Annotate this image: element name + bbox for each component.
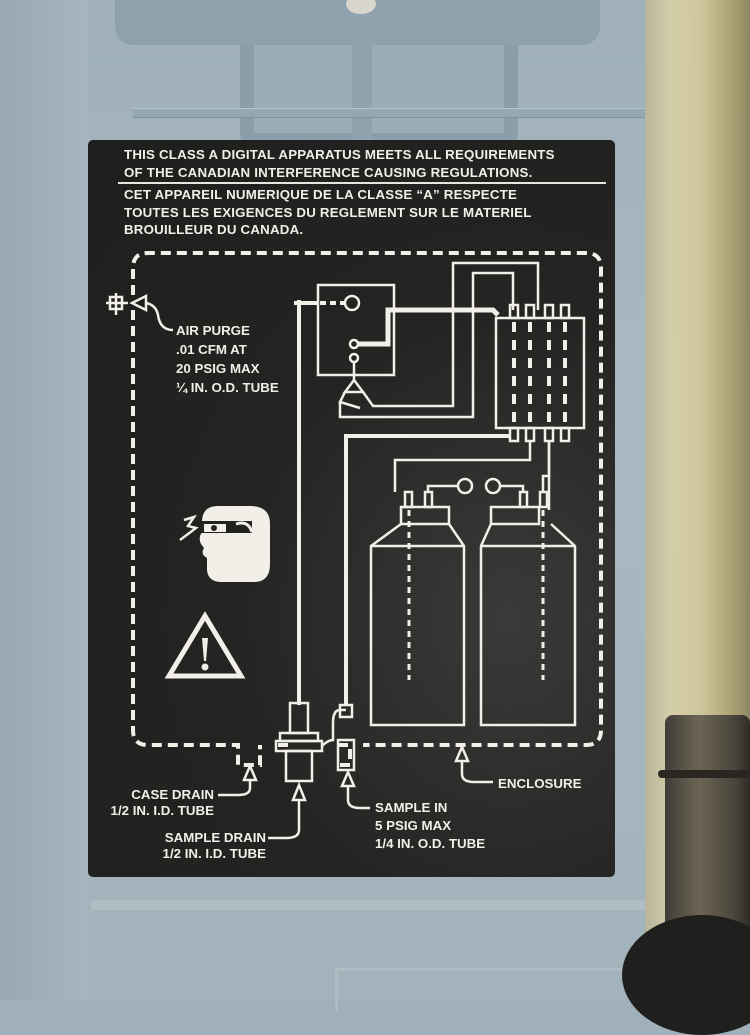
mounting-bracket-slot (240, 45, 518, 147)
header-fr-line-2: TOUTES LES EXIGENCES DU REGLEMENT SUR LE… (124, 204, 532, 220)
header-divider (118, 182, 606, 184)
air-purge-line-4: ¼ IN. O.D. TUBE (176, 380, 279, 395)
enclosure-rail (133, 108, 645, 118)
rubber-grommet (622, 915, 750, 1035)
air-purge-line-3: 20 PSIG MAX (176, 361, 260, 376)
header-fr-line-3: BROUILLEUR DU CANADA. (124, 222, 304, 237)
bolt-head (346, 0, 376, 14)
eye-protection-icon (179, 506, 270, 582)
callout-sample-drain: SAMPLE DRAIN 1/2 IN. I.D. TUBE (134, 830, 266, 862)
enclosure-outline (131, 251, 603, 767)
enclosure-plate-outline (335, 968, 628, 1011)
enclosure-ridge (90, 900, 650, 910)
callout-sample-in: SAMPLE IN 5 PSIG MAX 1/4 IN. O.D. TUBE (375, 799, 485, 853)
enclosure-left-panel (0, 0, 88, 1000)
air-purge-line-1: AIR PURGE (176, 323, 250, 338)
bracket-fin (352, 10, 372, 160)
sample-in-line-3: 1/4 IN. O.D. TUBE (375, 836, 486, 851)
header-french: CET APPAREIL NUMERIQUE DE LA CLASSE “A” … (124, 186, 532, 239)
plumbing-diagram (106, 251, 603, 840)
warning-triangle-icon (164, 611, 246, 679)
case-drain-line-2: 1/2 IN. I.D. TUBE (110, 803, 214, 818)
header-en-line-1: THIS CLASS A DIGITAL APPARATUS MEETS ALL… (124, 147, 555, 162)
regulatory-label-plate: THIS CLASS A DIGITAL APPARATUS MEETS ALL… (88, 140, 615, 877)
header-en-line-2: OF THE CANADIAN INTERFERENCE CAUSING REG… (124, 164, 533, 180)
callout-enclosure: ENCLOSURE (498, 774, 581, 793)
sample-drain-line-2: 1/2 IN. I.D. TUBE (162, 846, 266, 861)
sample-drain-line-1: SAMPLE DRAIN (164, 830, 266, 845)
enclosure-label: ENCLOSURE (498, 776, 582, 791)
sample-in-line-1: SAMPLE IN (375, 800, 448, 815)
tube-clamp-ring (658, 770, 750, 778)
air-purge-line-2: .01 CFM AT (176, 342, 247, 357)
callout-case-drain: CASE DRAIN 1/2 IN. I.D. TUBE (102, 787, 214, 819)
case-drain-line-1: CASE DRAIN (131, 787, 214, 802)
callout-air-purge: AIR PURGE .01 CFM AT 20 PSIG MAX ¼ IN. O… (176, 321, 279, 397)
header-english: THIS CLASS A DIGITAL APPARATUS MEETS ALL… (124, 146, 555, 181)
header-fr-line-1: CET APPAREIL NUMERIQUE DE LA CLASSE “A” … (124, 187, 518, 202)
sample-in-line-2: 5 PSIG MAX (375, 818, 452, 833)
